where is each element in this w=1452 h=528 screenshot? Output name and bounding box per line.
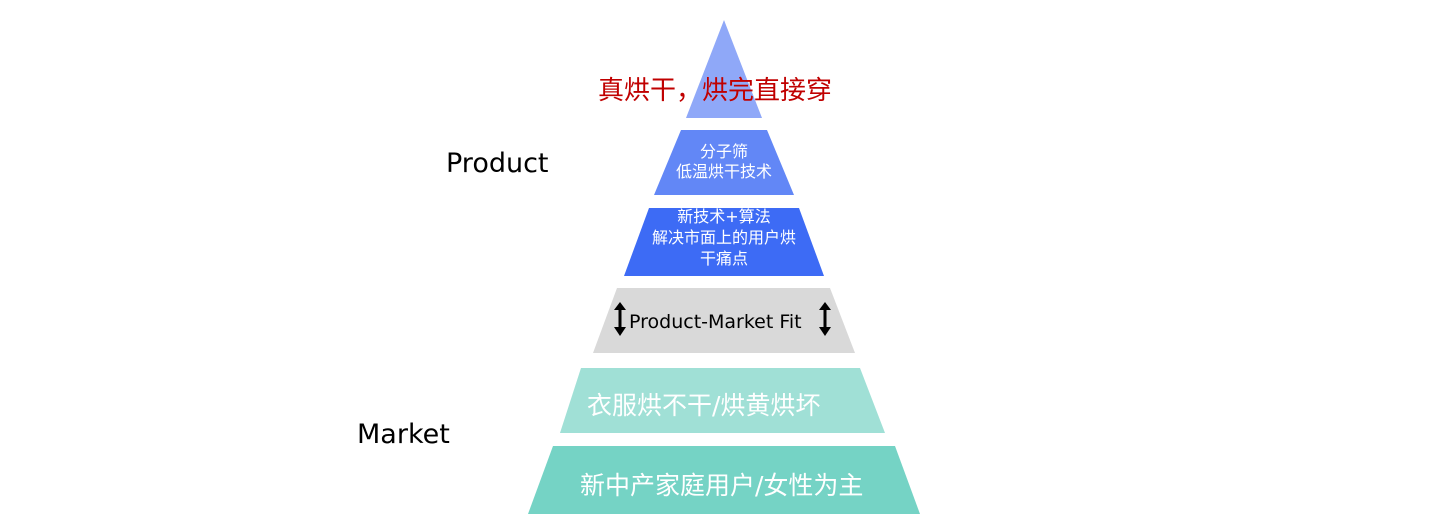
double-arrow-left-icon [614, 302, 626, 336]
pyramid-tier-4 [593, 288, 855, 353]
tier-4-text: Product-Market Fit [629, 311, 802, 333]
double-arrow-right-icon [819, 302, 831, 336]
tier-2-line: 低温烘干技术 [675, 162, 772, 181]
pyramid-tier-3 [624, 208, 824, 276]
tier-3-line: 干痛点 [699, 248, 748, 268]
tier-2-line: 分子筛 [699, 142, 748, 161]
pyramid-tier-5 [560, 368, 885, 433]
tier-3-line: 新技术+算法 [677, 207, 771, 226]
tier-3-line: 解决市面上的用户烘 [651, 227, 796, 247]
pyramid-tier-2 [654, 130, 794, 195]
tier-5-text: 衣服烘不干/烘黄烘坏 [587, 391, 821, 420]
tier-2-text: 分子筛 低温烘干技术 [654, 142, 794, 182]
pyramid-tier-1 [686, 20, 762, 118]
market-label: Market [357, 419, 450, 450]
product-label: Product [446, 148, 549, 179]
tier-6-text: 新中产家庭用户/女性为主 [580, 471, 864, 500]
tier-3-text: 新技术+算法 解决市面上的用户烘 干痛点 [624, 207, 824, 269]
pyramid-tier-6 [528, 446, 920, 514]
tier-1-text: 真烘干，烘完直接穿 [598, 76, 833, 106]
